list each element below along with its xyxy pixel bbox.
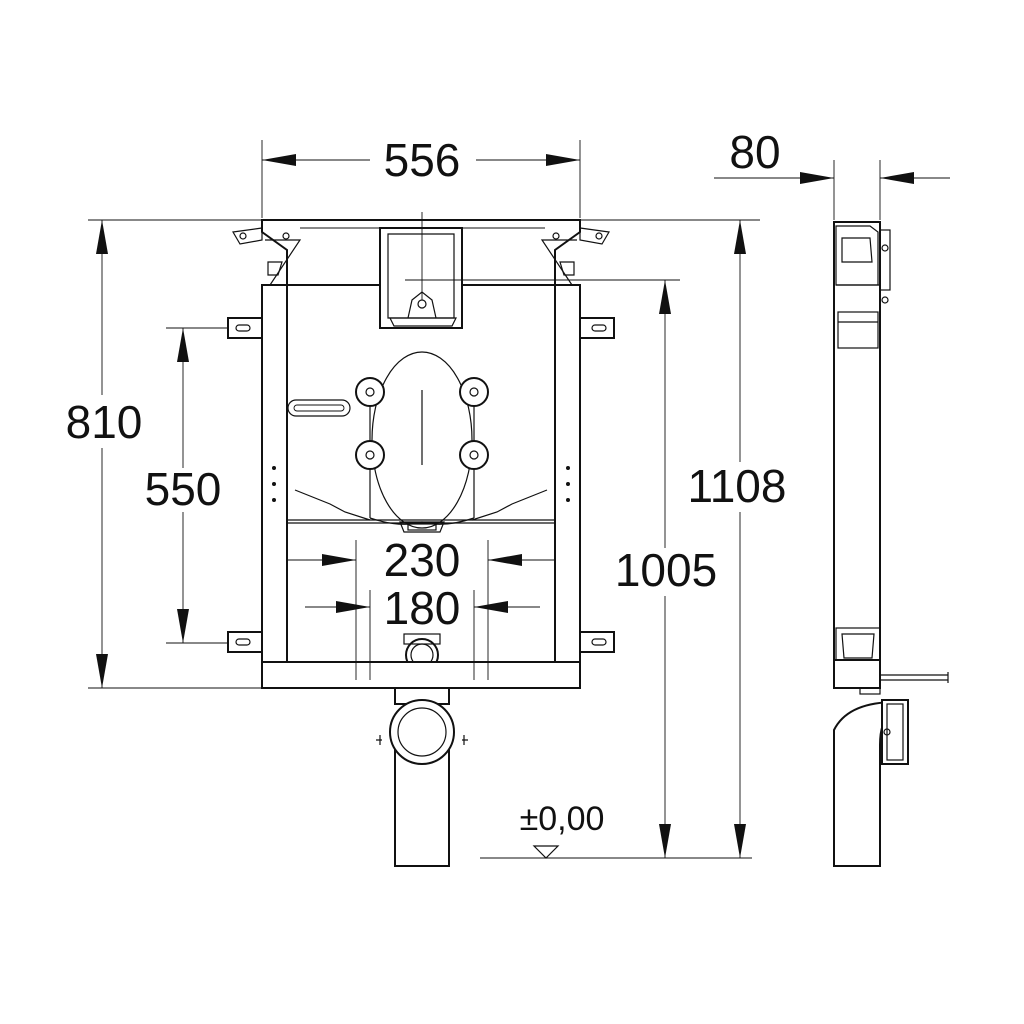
flush-box [379, 212, 680, 329]
left-post [261, 284, 288, 689]
floor-level-label: ±0,00 [520, 800, 605, 838]
dim-width-total: 556 [384, 134, 461, 186]
dim-height-frame: 810 [66, 396, 143, 448]
right-post [554, 284, 581, 689]
dim-height-total: 1108 [688, 460, 787, 512]
right-top-bracket [579, 227, 610, 245]
dim-depth: 80 [729, 126, 780, 178]
inspection-opening [371, 351, 473, 529]
wall-fixing-brackets [227, 317, 615, 653]
dim-bolt-spacing-outer: 230 [384, 534, 461, 586]
dim-bolt-spacing-inner: 180 [384, 582, 461, 634]
dim-fixing-spacing: 550 [145, 463, 222, 515]
side-view [833, 221, 949, 867]
left-top-bracket [232, 227, 263, 245]
dimension-lines [88, 140, 950, 859]
wc-mounting-rods [355, 377, 489, 525]
front-view [227, 212, 680, 867]
dim-height-inlet: 1005 [615, 544, 717, 596]
drain-pipe [376, 687, 468, 867]
